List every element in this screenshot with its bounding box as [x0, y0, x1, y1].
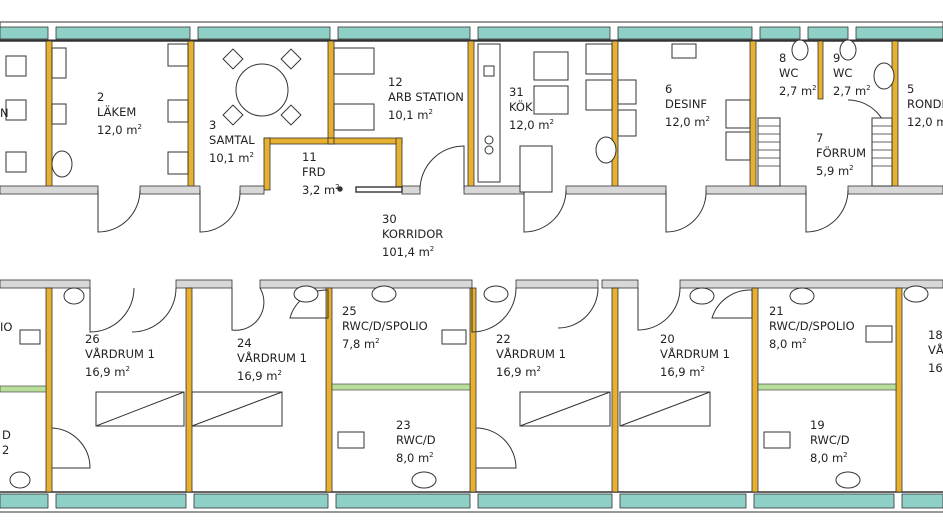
room-label-5: 5RONDR12,0 m2 [907, 82, 943, 129]
top-row-walls [45, 40, 899, 191]
table-chairs [222, 48, 302, 126]
corridor-south-wall [0, 279, 943, 289]
bottom-door-swings [51, 287, 753, 469]
beds [95, 391, 711, 427]
frd-sliding-door [337, 186, 403, 193]
bottom-windows [0, 491, 943, 513]
partial-label-left-low1: D [2, 428, 11, 442]
corridor-north-wall [0, 185, 943, 195]
stair-treads [758, 125, 892, 167]
top-windows [0, 21, 943, 42]
green-partitions [0, 383, 897, 393]
fixtures [5, 39, 929, 489]
partial-label-left-mid: IO [0, 320, 13, 334]
partial-label-left-top: N [0, 106, 9, 120]
partial-label-left-low2: 2 [2, 443, 10, 457]
